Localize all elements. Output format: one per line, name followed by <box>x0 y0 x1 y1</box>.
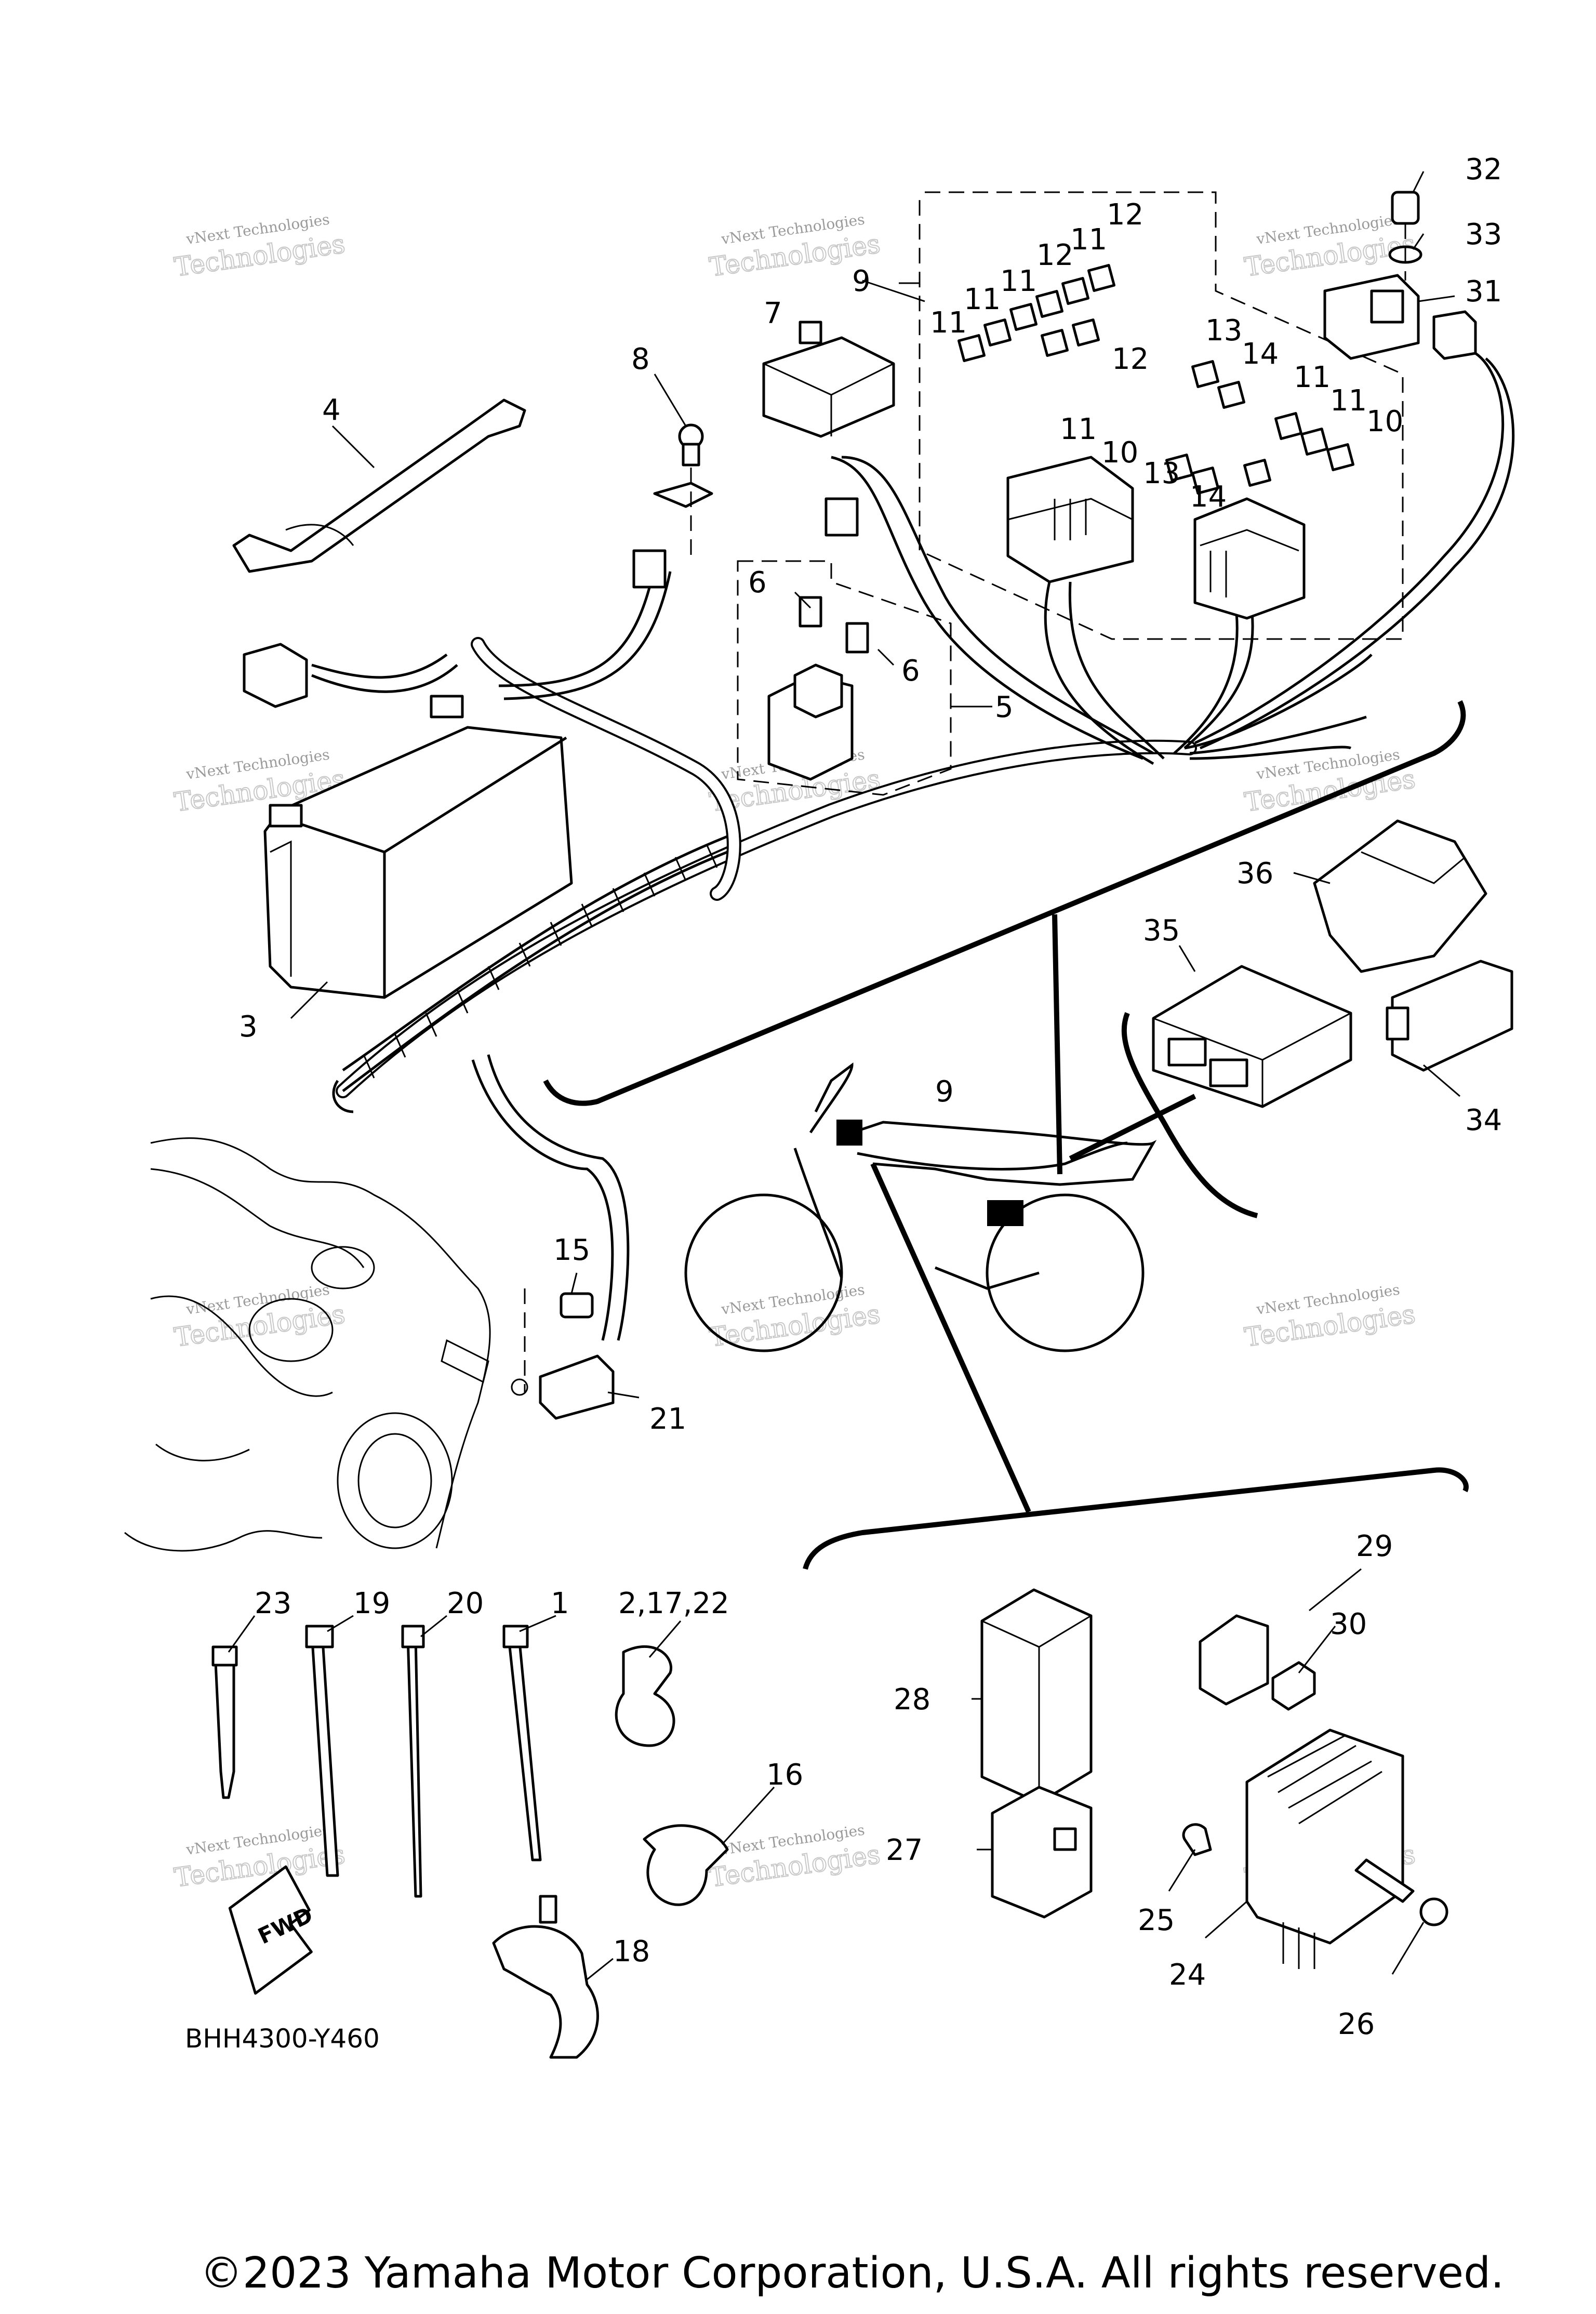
bolt-8 <box>632 423 713 589</box>
callout-11: 11 <box>1294 361 1331 394</box>
copyright-notice: ©2023 Yamaha Motor Corporation, U.S.A. A… <box>200 2249 1505 2298</box>
leader-to-right <box>1069 1094 1196 1161</box>
callout-35: 35 <box>1143 914 1180 948</box>
callout-27: 27 <box>886 1833 923 1867</box>
relay-27 <box>991 1786 1093 1919</box>
callout-25: 25 <box>1138 1904 1175 1937</box>
callout-36: 36 <box>1236 857 1273 890</box>
callout-11: 11 <box>930 306 967 340</box>
callout-23: 23 <box>255 1587 291 1620</box>
callout-24: 24 <box>1169 1958 1206 1992</box>
callout-33: 33 <box>1465 218 1502 251</box>
motorcycle-overview <box>684 1062 1157 1352</box>
cable-tie-20 <box>401 1625 425 1898</box>
callout-12: 12 <box>1036 238 1073 272</box>
cable-tie-1 <box>502 1625 542 1861</box>
relay-28 <box>980 1588 1093 1804</box>
diagram-code: BHH4300-Y460 <box>185 2024 380 2054</box>
cover-36 <box>1313 819 1487 973</box>
fuse-marker <box>987 1200 1023 1226</box>
bolt-26 <box>1354 1858 1448 1926</box>
callout-10: 10 <box>1101 436 1138 470</box>
leader-to-lower <box>870 1162 1031 1513</box>
relay-7 <box>762 321 895 537</box>
callout-11: 11 <box>964 283 1001 316</box>
callout-30: 30 <box>1330 1607 1367 1641</box>
battery-band-4 <box>232 398 526 573</box>
bracket-ecu <box>1121 1012 1258 1218</box>
callout-11: 11 <box>1000 264 1037 298</box>
callout-11: 11 <box>1330 384 1367 418</box>
section-brackets <box>543 700 1469 1570</box>
callout-14: 14 <box>1190 480 1227 514</box>
clamp-2-17-22 <box>615 1645 675 1747</box>
relay-34 <box>1386 960 1513 1072</box>
callout-29: 29 <box>1356 1530 1393 1563</box>
callout-28: 28 <box>894 1683 930 1717</box>
bracket-lower <box>803 1467 1469 1570</box>
callouts: 32 33 31 12 11 12 11 11 9 7 11 13 14 11 … <box>239 153 1502 2041</box>
bracket-upper <box>543 700 1466 1106</box>
battery-3 <box>243 643 573 999</box>
clip-30 <box>1271 1661 1316 1711</box>
callout-6: 6 <box>748 566 767 600</box>
callout-6: 6 <box>901 654 920 688</box>
callout-7: 7 <box>764 297 782 330</box>
callout-14: 14 <box>1242 337 1279 371</box>
callout-1: 1 <box>551 1587 569 1620</box>
clamp-18 <box>492 1895 599 2059</box>
callout-13: 13 <box>1143 457 1180 490</box>
callout-31: 31 <box>1465 275 1502 309</box>
leader-to-bike <box>1052 914 1062 1175</box>
callout-9: 9 <box>935 1075 954 1109</box>
fuse-box-right <box>1193 497 1306 620</box>
spiral-wrap <box>342 850 728 1092</box>
callout-8: 8 <box>631 342 650 376</box>
fuse-box-assembly <box>919 191 1404 640</box>
callout-16: 16 <box>766 1758 803 1792</box>
fuses <box>957 264 1354 495</box>
clamp-16 <box>643 1824 729 1906</box>
callout-11: 11 <box>1070 223 1107 257</box>
connector-29 <box>1199 1614 1269 1706</box>
callout-9: 9 <box>852 264 871 298</box>
wiring-harness <box>311 352 1515 1341</box>
callout-26: 26 <box>1338 2007 1375 2041</box>
callout-10: 10 <box>1366 405 1403 438</box>
callout-18: 18 <box>613 1935 650 1969</box>
cable-tie-19 <box>305 1625 339 1877</box>
sensor-21 <box>511 1288 615 1420</box>
fuse-box-left <box>1006 456 1134 583</box>
clip-25 <box>1182 1823 1212 1856</box>
cable-tie-23 <box>211 1645 238 1799</box>
connector-31 <box>1323 191 1477 360</box>
engine-sketch <box>124 1137 491 1552</box>
callout-2-17-22: 2,17,22 <box>618 1587 729 1620</box>
callout-12: 12 <box>1107 198 1143 232</box>
ecu-marker <box>836 1120 862 1146</box>
ecu-35 <box>1152 965 1352 1108</box>
callout-34: 34 <box>1465 1103 1502 1137</box>
callout-11: 11 <box>1060 413 1097 446</box>
callout-13: 13 <box>1205 314 1242 348</box>
callout-32: 32 <box>1465 153 1502 187</box>
callout-12: 12 <box>1112 342 1149 376</box>
callout-21: 21 <box>649 1402 686 1436</box>
callout-20: 20 <box>447 1587 484 1620</box>
callout-19: 19 <box>353 1587 390 1620</box>
starter-relay-assembly <box>737 560 952 796</box>
fwd-arrow: FWD <box>228 1865 316 1995</box>
callout-5: 5 <box>995 690 1014 724</box>
leader-lines <box>228 171 1460 1980</box>
callout-4: 4 <box>322 393 341 427</box>
callout-15: 15 <box>553 1233 590 1267</box>
callout-3: 3 <box>239 1010 258 1044</box>
rectifier-24 <box>1245 1728 1404 1969</box>
